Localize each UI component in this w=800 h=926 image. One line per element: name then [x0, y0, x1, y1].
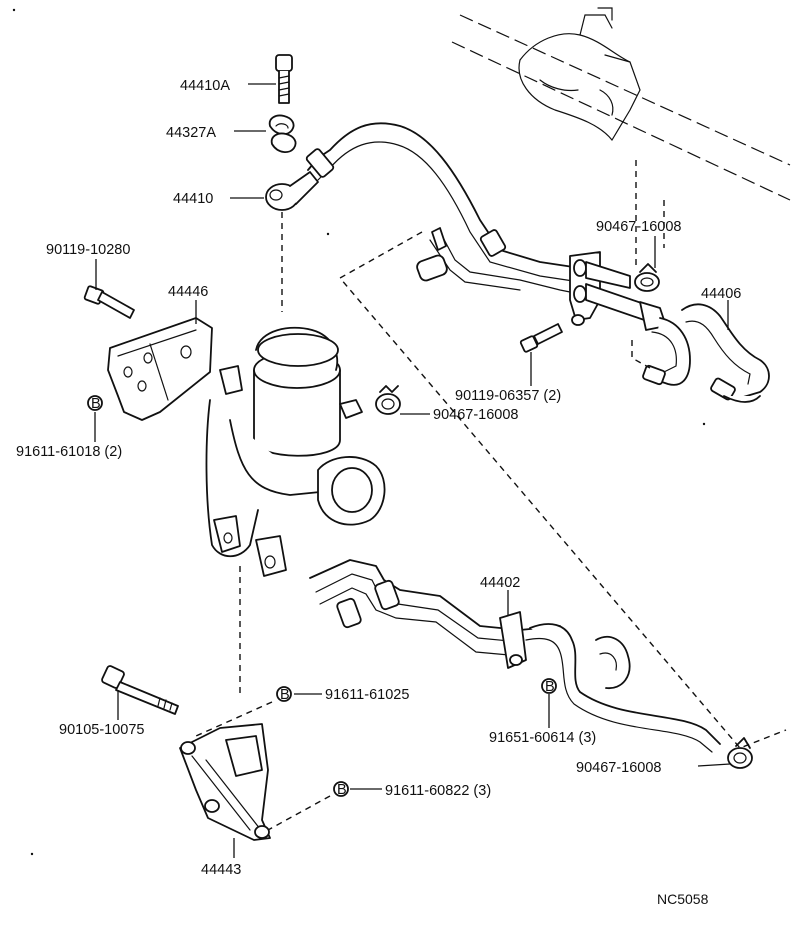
callout-91651-60614: 91651-60614 (3)	[489, 730, 596, 746]
callout-91611-61025: 91611-61025	[325, 687, 409, 703]
hose-clamp-upper	[634, 263, 660, 292]
callout-91611-60822: 91611-60822 (3)	[385, 783, 491, 799]
hose-clamp-lower	[727, 737, 753, 769]
callout-44410A: 44410A	[180, 78, 230, 94]
callout-90467-16008-c: 90467-16008	[576, 760, 661, 776]
hose-clamp-middle	[375, 385, 401, 415]
callout-44327A: 44327A	[166, 125, 216, 141]
callout-44446: 44446	[168, 284, 208, 300]
assembly-dashed-lines	[195, 160, 787, 831]
washer-symbol-4: B	[337, 782, 347, 798]
bolt-06357	[519, 323, 563, 353]
callout-44406: 44406	[701, 286, 741, 302]
bracket-44443	[179, 723, 271, 841]
pressure-tubes-44402	[309, 559, 721, 753]
pump-reservoir	[205, 326, 386, 577]
callout-44402: 44402	[480, 575, 520, 591]
banjo-bolt	[275, 54, 293, 104]
leader-lines	[94, 83, 731, 858]
banjo-fitting	[265, 171, 319, 211]
pipe-clamp-upper	[569, 251, 667, 331]
callout-90105-10075: 90105-10075	[59, 722, 144, 738]
diagram-code: NC5058	[657, 891, 709, 907]
bolt-10280	[83, 285, 135, 319]
callout-90119-06357: 90119-06357 (2)	[455, 388, 561, 404]
hose-44406	[642, 303, 770, 403]
washer-symbols	[87, 395, 557, 797]
callout-90467-16008-b: 90467-16008	[433, 407, 518, 423]
washer-symbol-1: B	[91, 396, 101, 412]
callout-91611-61018: 91611-61018 (2)	[16, 444, 122, 460]
steering-gear-ghost	[451, 7, 791, 201]
washer-symbol-3: B	[545, 679, 555, 695]
callout-44443: 44443	[201, 862, 241, 878]
callout-90467-16008-a: 90467-16008	[596, 219, 681, 235]
callout-44410: 44410	[173, 191, 213, 207]
callout-90119-10280: 90119-10280	[46, 242, 130, 258]
washer-symbol-2: B	[280, 687, 290, 703]
return-hose	[305, 122, 591, 297]
bracket-44446	[107, 317, 213, 421]
gasket-washer	[268, 114, 297, 153]
bolt-10075	[101, 665, 179, 715]
